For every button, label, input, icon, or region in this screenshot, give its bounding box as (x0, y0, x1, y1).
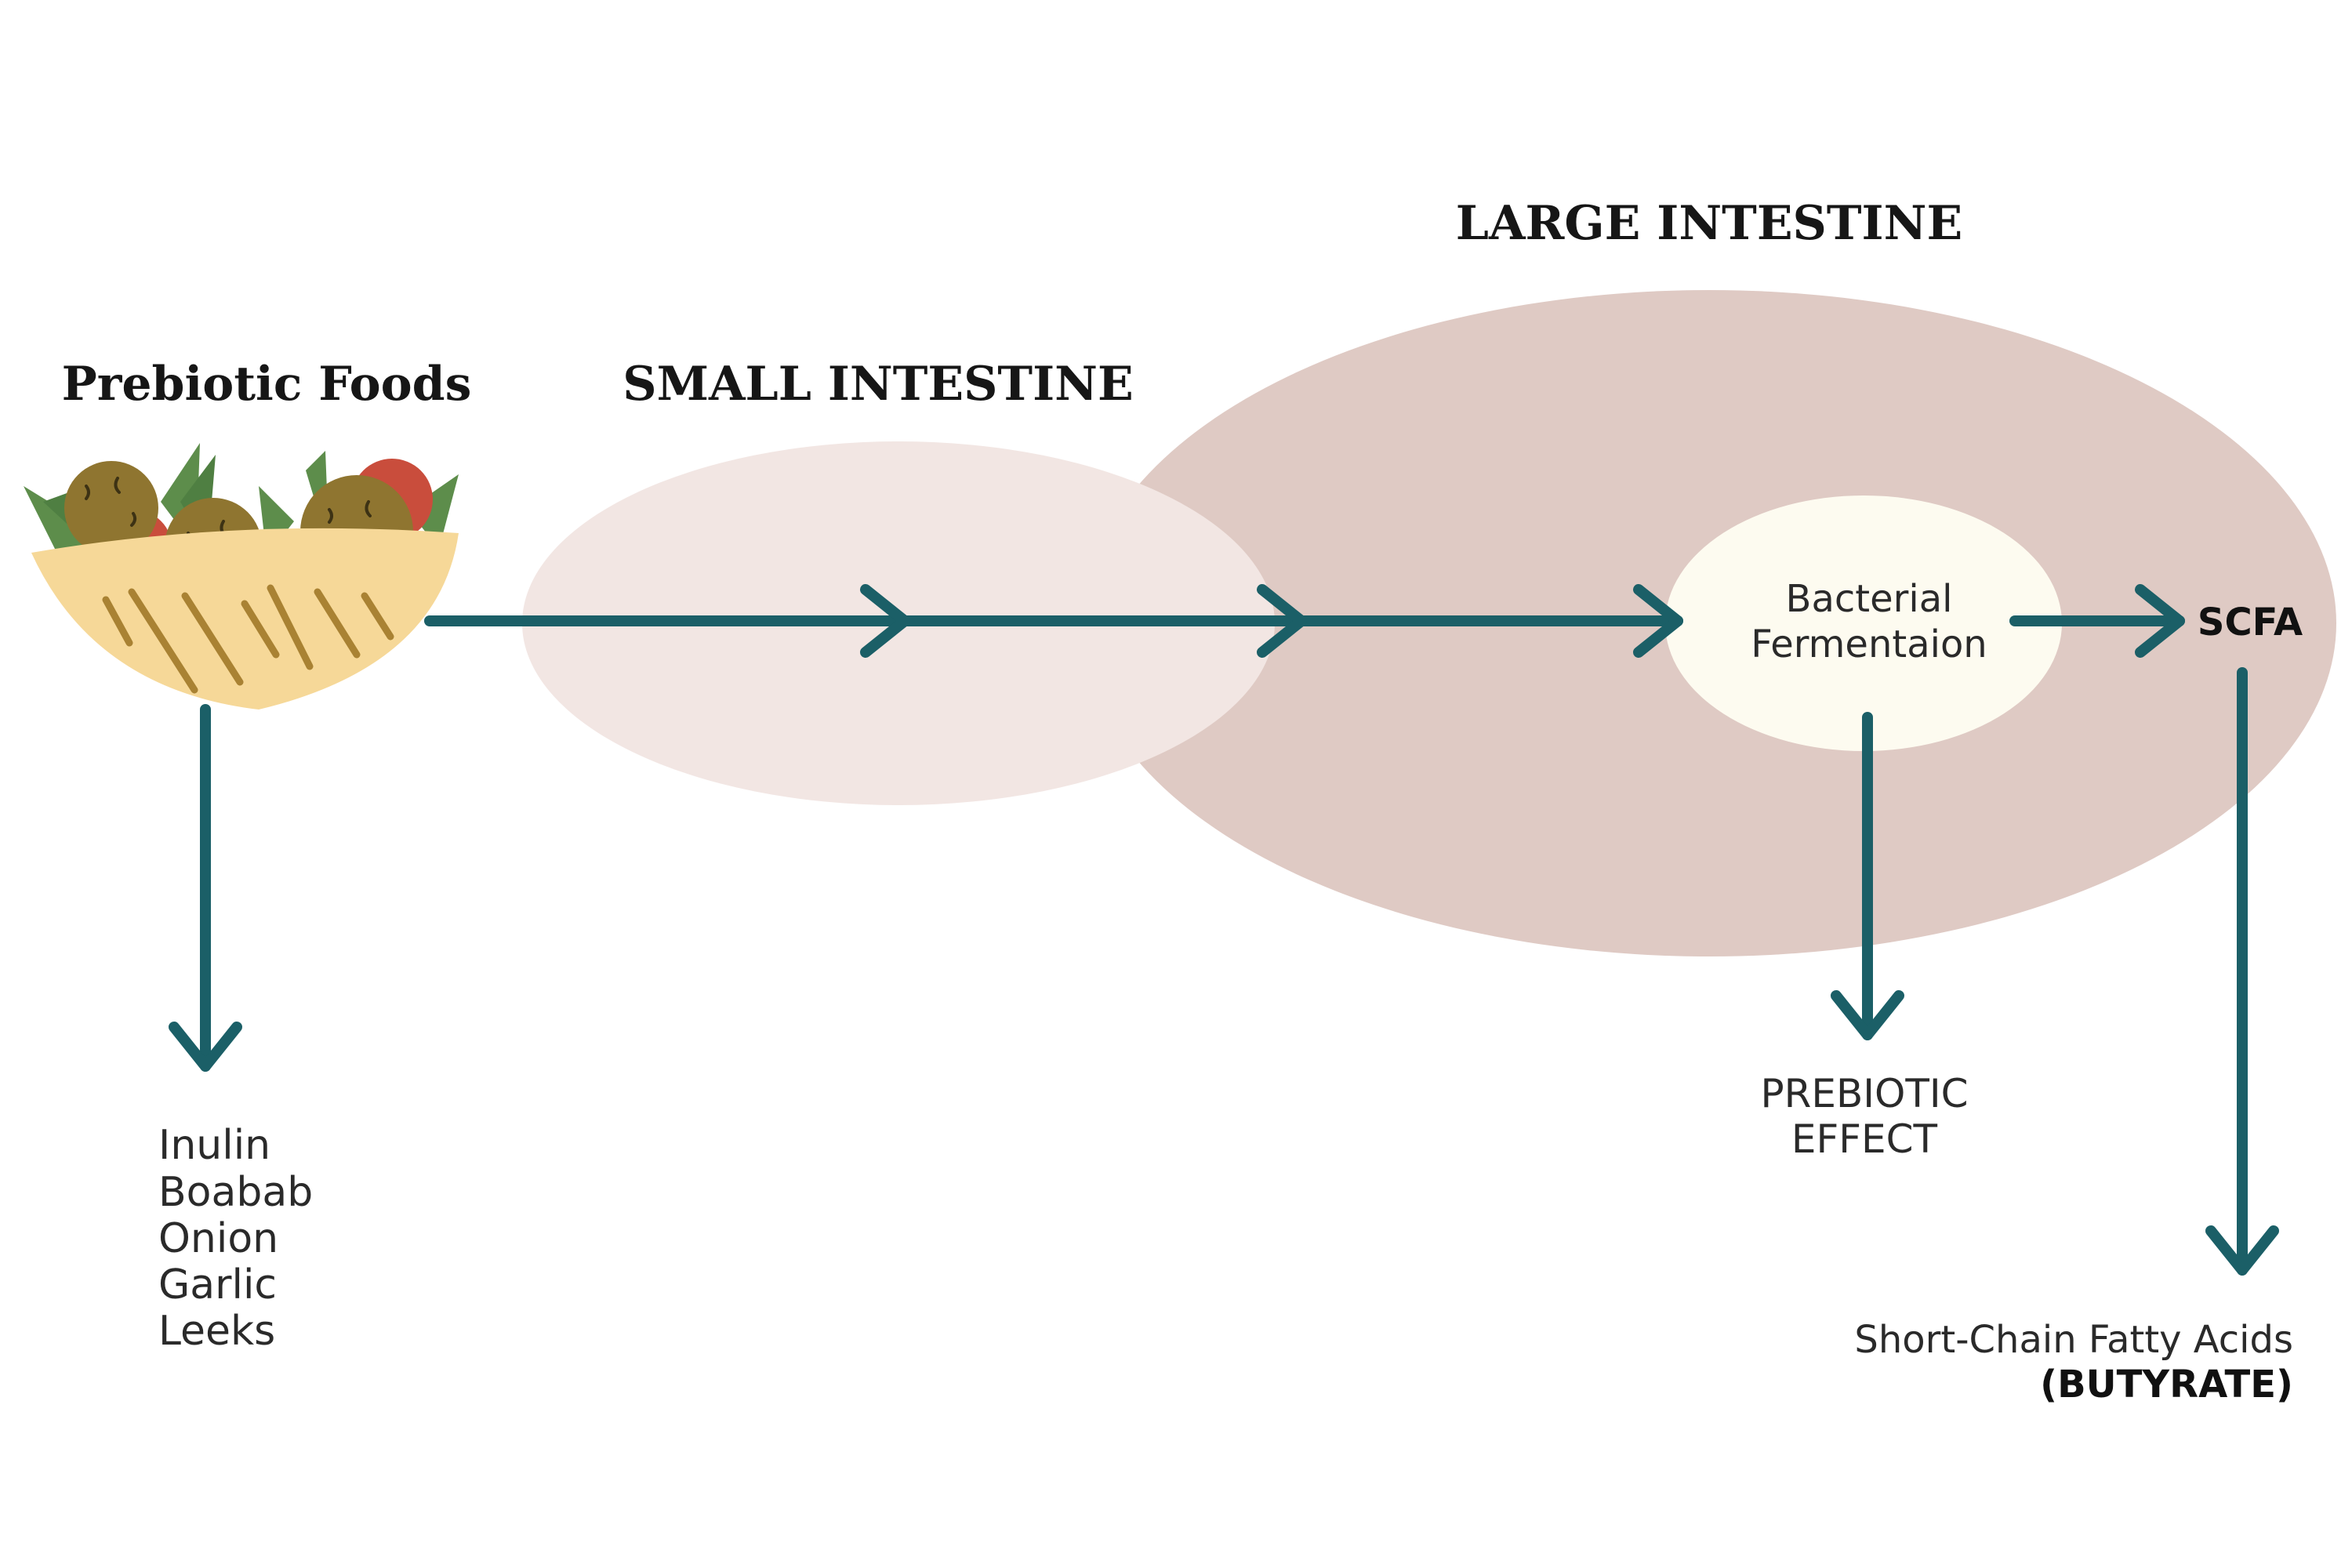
scfa-output-line1: Short-Chain Fatty Acids (1854, 1318, 2293, 1362)
food-list-item: Leeks (158, 1308, 275, 1355)
food-list-item: Inulin (158, 1122, 270, 1169)
fermentation-to-prebiotic-effect-arrow (1831, 712, 1904, 1040)
food-bowl-icon (24, 443, 459, 710)
scfa-output-line2: (BUTYRATE) (2040, 1363, 2293, 1406)
fermentation-label-line2: Fermentaion (1751, 622, 1987, 666)
fermentation-region (1665, 495, 2062, 751)
food-list-item: Garlic (158, 1261, 277, 1308)
main-flow-arrow (424, 584, 1683, 658)
food-list-item: Boabab (158, 1169, 313, 1216)
scfa-label: SCFA (2198, 601, 2303, 644)
prebiotic-effect-line2: EFFECT (1791, 1116, 1938, 1162)
fermentation-to-scfa-arrow (2009, 584, 2185, 658)
small-intestine-heading: SMALL INTESTINE (622, 357, 1133, 412)
food-to-list-arrow (169, 704, 242, 1072)
food-list-item: Onion (158, 1215, 278, 1262)
prebiotic-foods-heading: Prebiotic Foods (62, 357, 472, 412)
large-intestine-heading: LARGE INTESTINE (1456, 196, 1962, 251)
prebiotic-effect-line1: PREBIOTIC (1760, 1071, 1968, 1116)
fermentation-label-line1: Bacterial (1786, 577, 1953, 621)
prebiotic-food-list: Inulin Boabab Onion Garlic Leeks (158, 1122, 313, 1355)
scfa-to-butyrate-arrow (2205, 667, 2279, 1276)
